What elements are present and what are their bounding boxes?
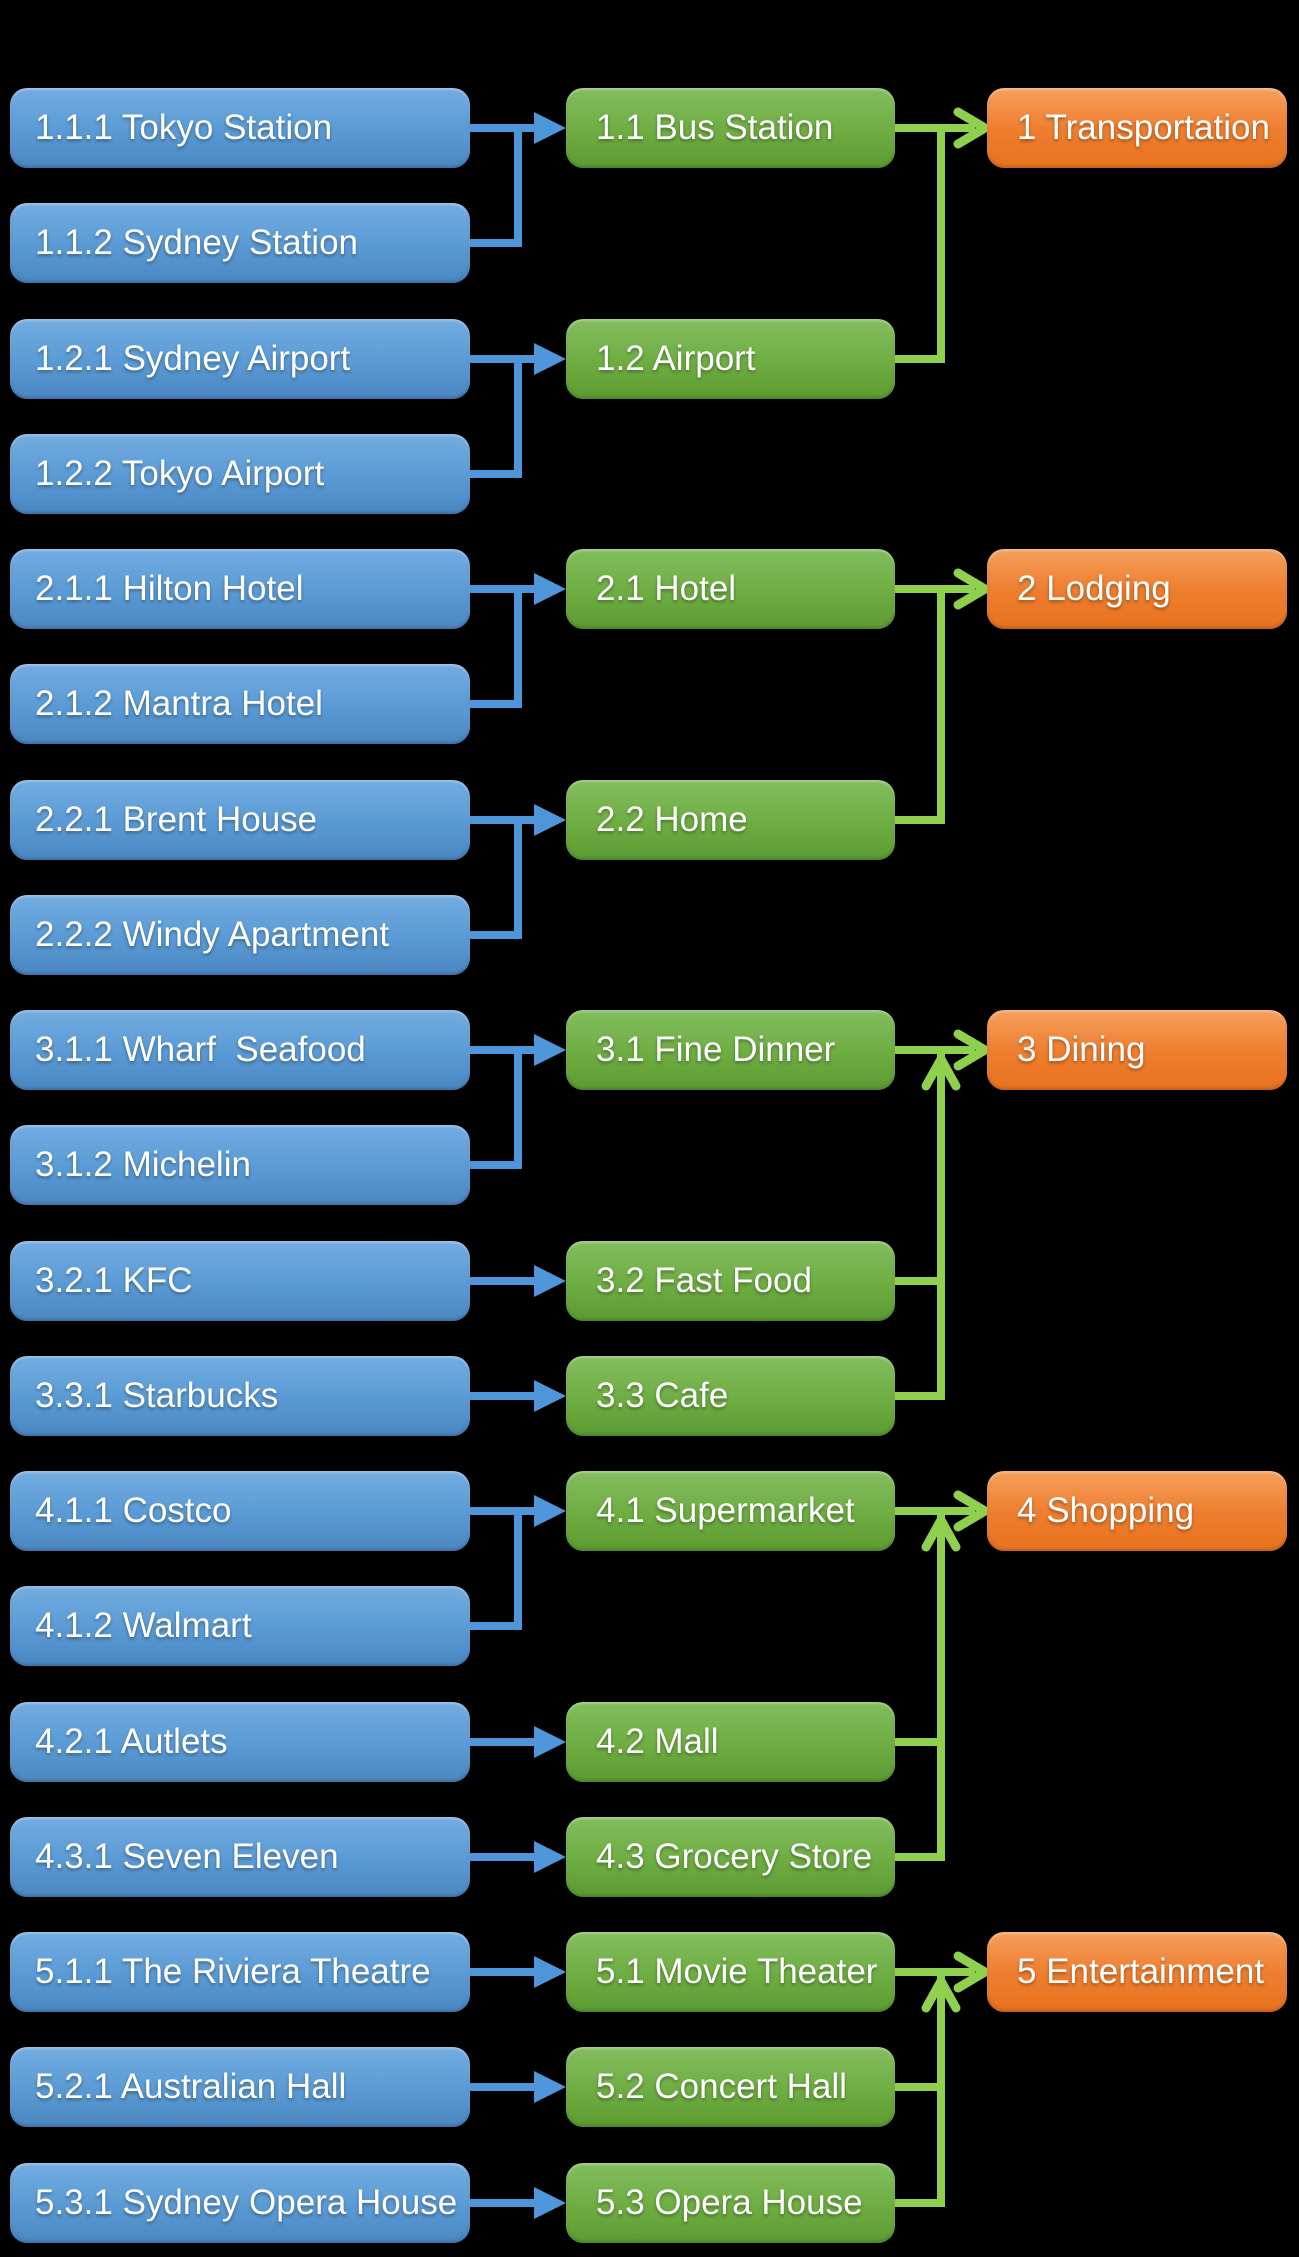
subcategory-node-label: 4.3 Grocery Store: [596, 1837, 873, 1876]
item-node: 3.1.2 Michelin: [10, 1125, 470, 1205]
item-node: 2.1.1 Hilton Hotel: [10, 549, 470, 629]
subcategory-node-label: 1.1 Bus Station: [596, 108, 834, 147]
item-node-label: 2.2.2 Windy Apartment: [35, 915, 390, 954]
item-node: 4.3.1 Seven Eleven: [10, 1817, 470, 1897]
arrowhead-right-icon: [534, 1956, 566, 1988]
item-node-label: 4.1.2 Walmart: [35, 1606, 252, 1645]
category-node-label: 5 Entertainment: [1017, 1952, 1265, 1991]
item-node: 3.1.1 Wharf Seafood: [10, 1010, 470, 1090]
arrowhead-right-icon: [953, 1951, 990, 1993]
item-node-label: 2.1.1 Hilton Hotel: [35, 569, 304, 608]
item-node-label: 4.2.1 Autlets: [35, 1722, 228, 1761]
subcategory-node: 3.3 Cafe: [566, 1356, 895, 1436]
subcategory-node-label: 5.3 Opera House: [596, 2183, 863, 2222]
subcategory-node-label: 3.1 Fine Dinner: [596, 1030, 836, 1069]
subcategory-node: 3.2 Fast Food: [566, 1241, 895, 1321]
item-node: 1.1.1 Tokyo Station: [10, 88, 470, 168]
arrowhead-right-icon: [953, 107, 990, 149]
arrowhead-right-icon: [953, 1490, 990, 1532]
item-node-label: 3.1.2 Michelin: [35, 1145, 251, 1184]
category-node-label: 4 Shopping: [1017, 1491, 1195, 1530]
arrowhead-up-icon: [921, 1054, 961, 1091]
item-node: 4.1.2 Walmart: [10, 1586, 470, 1666]
arrowhead-up-icon: [921, 1976, 961, 2013]
category-node: 2 Lodging: [987, 549, 1287, 629]
category-node: 1 Transportation: [987, 88, 1287, 168]
subcategory-node: 1.2 Airport: [566, 319, 895, 399]
subcategory-node-label: 5.2 Concert Hall: [596, 2067, 847, 2106]
category-node-label: 3 Dining: [1017, 1030, 1146, 1069]
item-node-label: 1.2.1 Sydney Airport: [35, 339, 351, 378]
category-node: 4 Shopping: [987, 1471, 1287, 1551]
item-node-label: 4.3.1 Seven Eleven: [35, 1837, 339, 1876]
item-node-label: 2.1.2 Mantra Hotel: [35, 684, 323, 723]
arrowhead-right-icon: [534, 343, 566, 375]
item-node-label: 1.1.2 Sydney Station: [35, 223, 358, 262]
category-node-label: 1 Transportation: [1017, 108, 1270, 147]
item-node: 4.2.1 Autlets: [10, 1702, 470, 1782]
arrowhead-up-icon: [921, 1515, 961, 1552]
category-node: 5 Entertainment: [987, 1932, 1287, 2012]
subcategory-node: 4.2 Mall: [566, 1702, 895, 1782]
item-node: 1.2.1 Sydney Airport: [10, 319, 470, 399]
item-node: 2.2.1 Brent House: [10, 780, 470, 860]
arrowhead-right-icon: [534, 2071, 566, 2103]
arrowhead-right-icon: [953, 568, 990, 610]
item-node: 2.2.2 Windy Apartment: [10, 895, 470, 975]
arrowhead-right-icon: [953, 1029, 990, 1071]
subcategory-node-label: 5.1 Movie Theater: [596, 1952, 878, 1991]
subcategory-node-label: 4.1 Supermarket: [596, 1491, 855, 1530]
item-node: 2.1.2 Mantra Hotel: [10, 664, 470, 744]
item-node-label: 1.2.2 Tokyo Airport: [35, 454, 325, 493]
subcategory-node-label: 2.1 Hotel: [596, 569, 737, 608]
item-node-label: 3.2.1 KFC: [35, 1261, 193, 1300]
item-node-label: 5.3.1 Sydney Opera House: [35, 2183, 458, 2222]
item-node-label: 3.3.1 Starbucks: [35, 1376, 279, 1415]
item-node: 5.1.1 The Riviera Theatre: [10, 1932, 470, 2012]
arrowhead-right-icon: [534, 1380, 566, 1412]
item-node-label: 1.1.1 Tokyo Station: [35, 108, 333, 147]
category-node-label: 2 Lodging: [1017, 569, 1171, 608]
subcategory-node-label: 1.2 Airport: [596, 339, 756, 378]
item-node: 3.2.1 KFC: [10, 1241, 470, 1321]
subcategory-node-label: 2.2 Home: [596, 800, 748, 839]
subcategory-node: 2.1 Hotel: [566, 549, 895, 629]
subcategory-node-label: 3.3 Cafe: [596, 1376, 729, 1415]
item-node-label: 5.2.1 Australian Hall: [35, 2067, 347, 2106]
subcategory-node: 5.3 Opera House: [566, 2163, 895, 2243]
subcategory-node: 1.1 Bus Station: [566, 88, 895, 168]
item-node-label: 4.1.1 Costco: [35, 1491, 232, 1530]
arrowhead-right-icon: [534, 804, 566, 836]
item-node-label: 2.2.1 Brent House: [35, 800, 318, 839]
item-node: 4.1.1 Costco: [10, 1471, 470, 1551]
item-node: 5.3.1 Sydney Opera House: [10, 2163, 470, 2243]
arrowhead-right-icon: [534, 1034, 566, 1066]
subcategory-node-label: 3.2 Fast Food: [596, 1261, 812, 1300]
item-node: 1.2.2 Tokyo Airport: [10, 434, 470, 514]
arrowhead-right-icon: [534, 1841, 566, 1873]
arrowhead-right-icon: [534, 1495, 566, 1527]
subcategory-node: 5.2 Concert Hall: [566, 2047, 895, 2127]
subcategory-node: 4.3 Grocery Store: [566, 1817, 895, 1897]
item-node-label: 5.1.1 The Riviera Theatre: [35, 1952, 431, 1991]
item-node-label: 3.1.1 Wharf Seafood: [35, 1030, 366, 1069]
arrowhead-right-icon: [534, 1265, 566, 1297]
item-node: 1.1.2 Sydney Station: [10, 203, 470, 283]
arrowhead-right-icon: [534, 573, 566, 605]
subcategory-node: 2.2 Home: [566, 780, 895, 860]
arrowhead-right-icon: [534, 112, 566, 144]
subcategory-node: 4.1 Supermarket: [566, 1471, 895, 1551]
item-node: 5.2.1 Australian Hall: [10, 2047, 470, 2127]
subcategory-node: 5.1 Movie Theater: [566, 1932, 895, 2012]
arrowhead-right-icon: [534, 2187, 566, 2219]
item-node: 3.3.1 Starbucks: [10, 1356, 470, 1436]
subcategory-node-label: 4.2 Mall: [596, 1722, 719, 1761]
subcategory-node: 3.1 Fine Dinner: [566, 1010, 895, 1090]
arrowhead-right-icon: [534, 1726, 566, 1758]
category-node: 3 Dining: [987, 1010, 1287, 1090]
